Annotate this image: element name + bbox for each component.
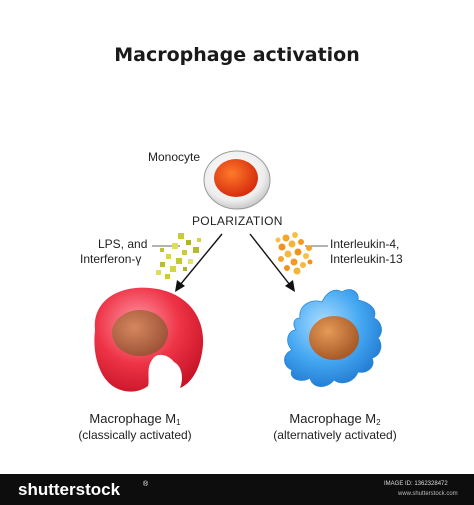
- macrophage-m2-cell: [284, 289, 382, 387]
- interleukin-particles: [275, 232, 328, 275]
- macrophage-m2-description: (alternatively activated): [273, 428, 397, 442]
- macrophage-m2-name: Macrophage M: [289, 411, 377, 426]
- arrow-to-m2: [249, 233, 291, 286]
- site-url-text: www.shutterstock.com: [398, 491, 458, 497]
- macrophage-m1-cell: [94, 287, 204, 392]
- arrow-to-m1: [179, 233, 223, 286]
- registered-mark: ®: [143, 481, 149, 488]
- m1-stimuli-label-line1: LPS, and: [98, 237, 148, 251]
- shutterstock-logo: shutterstock: [18, 480, 121, 499]
- polarization-label: POLARIZATION: [192, 214, 283, 228]
- watermark-bar: shutterstock ® IMAGE ID: 1362328472 www.…: [0, 474, 474, 505]
- monocyte-nucleus: [214, 159, 258, 197]
- monocyte-label: Monocyte: [148, 150, 201, 164]
- macrophage-m1-nucleus: [112, 310, 168, 356]
- polarization-arrows: [175, 233, 295, 292]
- macrophage-m2-nucleus: [309, 316, 359, 360]
- macrophage-m1-name: Macrophage M: [89, 411, 177, 426]
- m1-stimuli-label-line2: Interferon-γ: [80, 252, 142, 266]
- macrophage-m1-subscript: 1: [176, 418, 181, 427]
- lps-interferon-particles: [152, 233, 201, 279]
- m2-stimuli-label-line2: Interleukin-13: [330, 252, 403, 266]
- macrophage-m1-description: (classically activated): [78, 428, 192, 442]
- monocyte-cell: [203, 150, 271, 210]
- arrowhead-m1: [175, 280, 185, 292]
- macrophage-m2-subscript: 2: [376, 418, 381, 427]
- diagram-title: Macrophage activation: [114, 44, 360, 66]
- image-id-text: IMAGE ID: 1362328472: [384, 481, 448, 487]
- macrophage-m2-label: Macrophage M2: [255, 411, 415, 427]
- m2-stimuli-label-line1: Interleukin-4,: [330, 237, 400, 251]
- arrowhead-m2: [285, 280, 295, 292]
- macrophage-m1-label: Macrophage M1: [55, 411, 215, 427]
